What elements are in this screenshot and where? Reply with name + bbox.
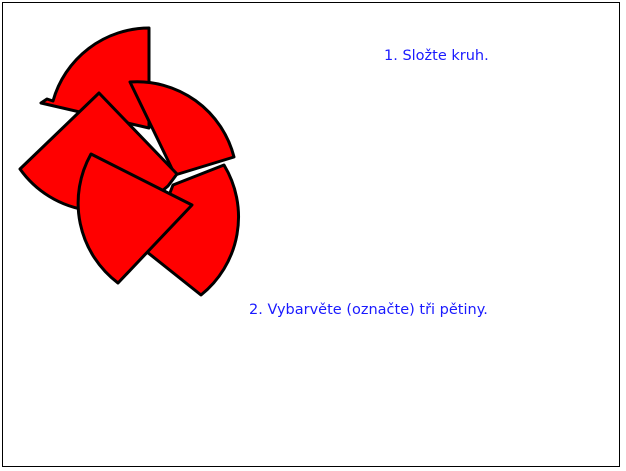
instruction-step-2: 2. Vybarvěte (označte) tři pětiny. — [249, 302, 488, 318]
instruction-step-1: 1. Složte kruh. — [384, 48, 489, 64]
